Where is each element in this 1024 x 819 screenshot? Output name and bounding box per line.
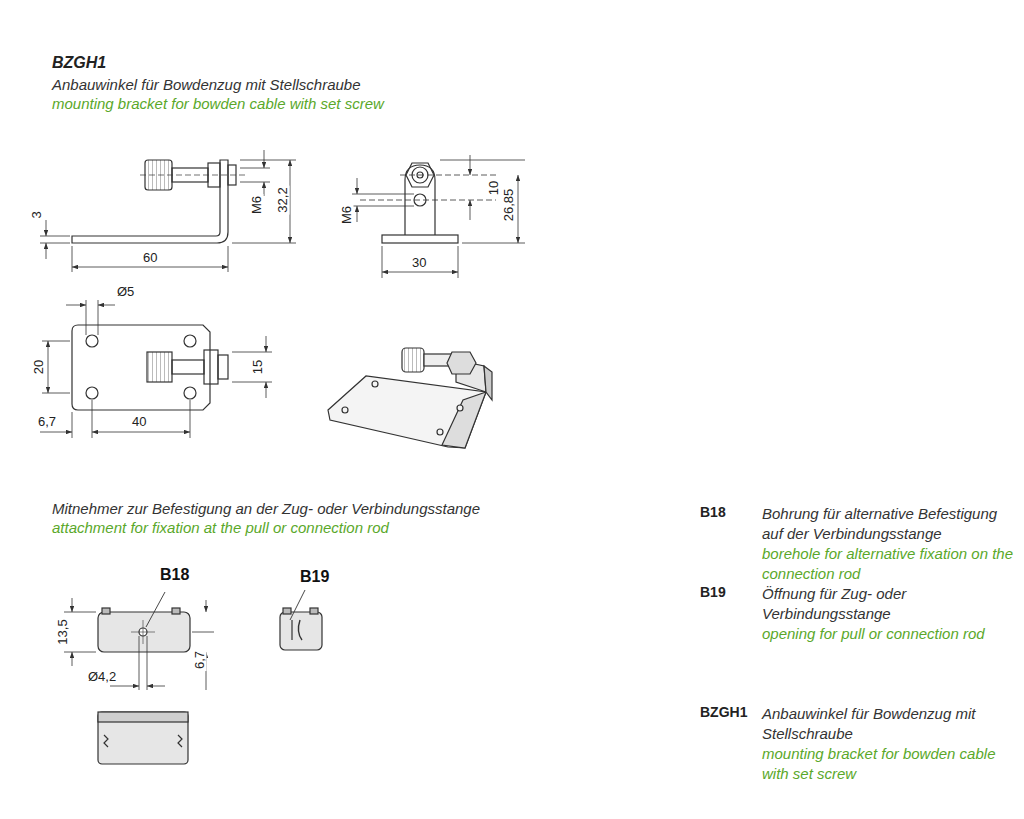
dimension: 3: [29, 209, 44, 220]
dimension: Ø5: [115, 284, 136, 299]
iso-view: [328, 348, 492, 448]
dimension: 6,7: [36, 414, 58, 429]
side-view: [40, 150, 296, 272]
dimension: 32,2: [275, 185, 290, 214]
key-text-en: mounting bracket for bowden cable with s…: [762, 744, 1022, 784]
attachment-side: [280, 590, 322, 650]
dimension: 20: [31, 358, 46, 376]
callout-label: B19: [300, 568, 329, 586]
key-code: B18: [700, 504, 726, 520]
subtitle-de: Anbauwinkel für Bowdenzug mit Stellschra…: [52, 76, 361, 93]
key-text-de: Anbauwinkel für Bowdenzug mit Stellschra…: [762, 704, 1022, 744]
key-text-de: Bohrung für alternative Befestigung auf …: [762, 504, 1022, 544]
front-view: [352, 155, 525, 278]
dimension: 13,5: [55, 617, 70, 646]
dimension: 6,7: [192, 649, 207, 671]
key-code: B19: [700, 584, 726, 600]
key-text-de: Öffnung für Zug- oder Verbindungsstange: [762, 584, 1022, 624]
attachment-front: [64, 592, 214, 690]
key-code: BZGH1: [700, 704, 747, 720]
thread-size: M6: [249, 194, 264, 216]
dimension: 60: [141, 250, 159, 265]
key-text-en: borehole for alternative fixation on the…: [762, 544, 1022, 584]
dimension: Ø4,2: [86, 669, 118, 684]
dimension: 40: [130, 414, 148, 429]
section-heading-en: attachment for fixation at the pull or c…: [52, 519, 389, 536]
thread-size: M6: [339, 204, 354, 226]
callout-label: B18: [160, 566, 189, 584]
top-view: [40, 300, 272, 438]
subtitle-en: mounting bracket for bowden cable with s…: [52, 95, 384, 112]
dimension: 15: [250, 358, 265, 376]
key-text-en: opening for pull or connection rod: [762, 624, 1022, 644]
dimension: 30: [410, 255, 428, 270]
drawing-title: BZGH1: [52, 54, 106, 72]
dimension: 10: [486, 179, 501, 197]
section-heading-de: Mitnehmer zur Befestigung an der Zug- od…: [52, 500, 480, 517]
attachment-bottom: [98, 712, 188, 764]
dimension: 26,85: [501, 187, 516, 224]
